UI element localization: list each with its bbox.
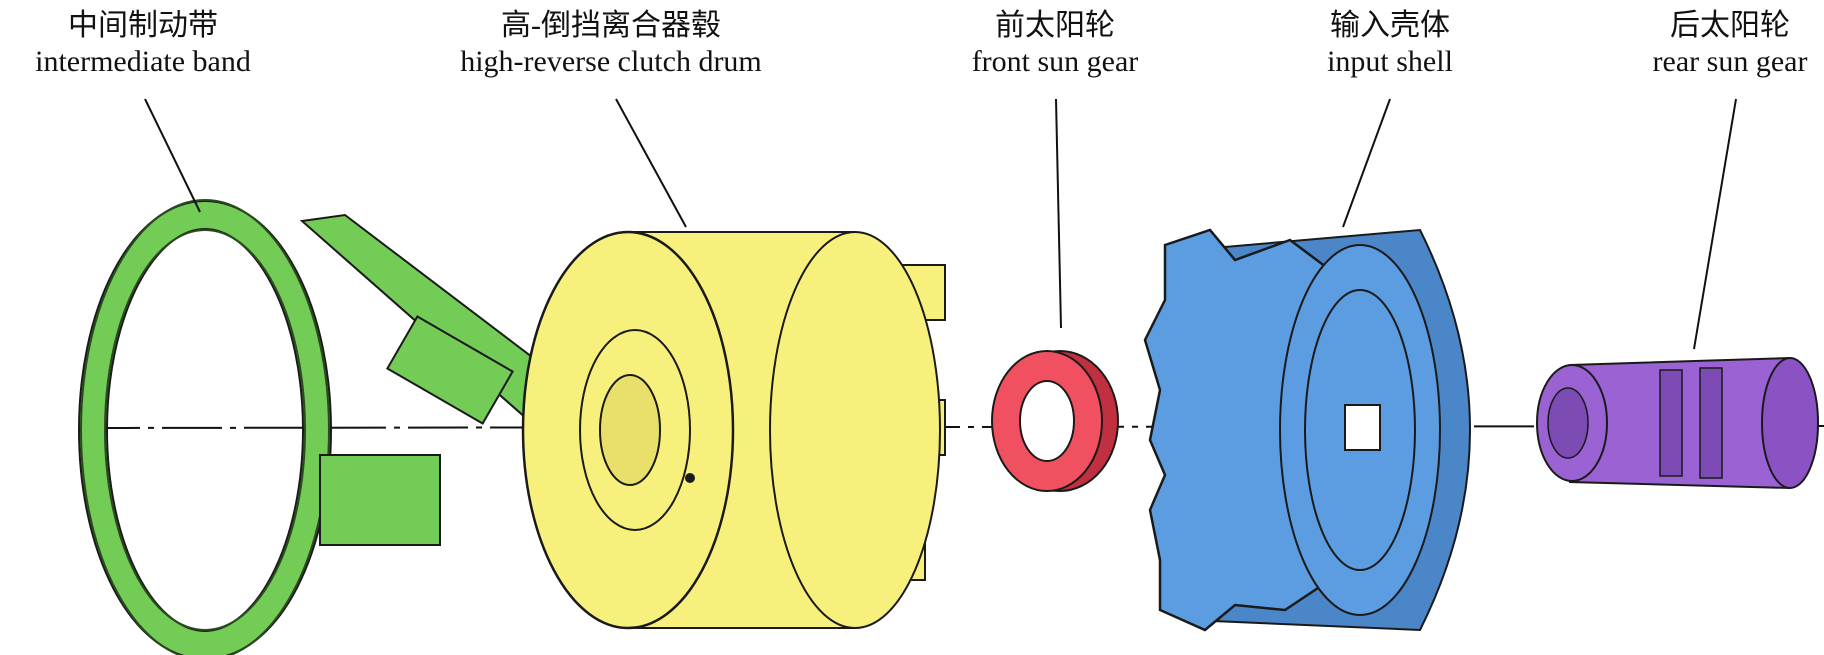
front-sun-gear xyxy=(991,350,1119,492)
label-en: input shell xyxy=(1327,45,1453,78)
label-en: intermediate band xyxy=(35,45,251,78)
label-en: front sun gear xyxy=(971,45,1139,78)
label-high-reverse-clutch-drum: 高-倒挡离合器毂 high-reverse clutch drum xyxy=(460,8,762,80)
label-zh: 后太阳轮 xyxy=(1669,9,1790,42)
label-zh: 中间制动带 xyxy=(68,9,218,42)
center-axis-line xyxy=(79,425,1824,429)
rear-sun-gear xyxy=(1536,356,1819,490)
label-input-shell: 输入壳体 input shell xyxy=(1327,8,1453,80)
label-front-sun-gear: 前太阳轮 front sun gear xyxy=(972,8,1139,80)
label-zh: 前太阳轮 xyxy=(995,9,1115,42)
leader-line-input-shell xyxy=(1342,98,1391,228)
input-shell xyxy=(1143,228,1471,632)
leader-line-front-sun-gear xyxy=(1055,98,1062,329)
label-rear-sun-gear: 后太阳轮 rear sun gear xyxy=(1653,8,1808,80)
leader-line-rear-sun-gear xyxy=(1693,98,1737,350)
label-en: high-reverse clutch drum xyxy=(460,45,762,78)
label-zh: 高-倒挡离合器毂 xyxy=(501,9,721,42)
high-reverse-clutch-drum xyxy=(521,230,946,630)
label-zh: 输入壳体 xyxy=(1330,9,1450,42)
label-en: rear sun gear xyxy=(1652,45,1808,78)
label-intermediate-band: 中间制动带 intermediate band xyxy=(35,8,251,80)
leader-line-clutch-drum xyxy=(615,98,687,228)
leader-line-intermediate-band xyxy=(144,98,201,213)
